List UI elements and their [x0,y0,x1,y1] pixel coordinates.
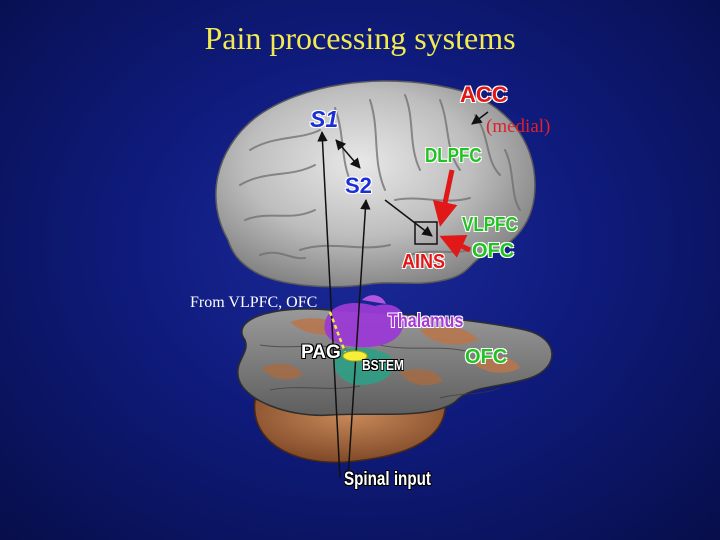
s2-label: S2 [345,173,372,198]
ofc-lower-label: OFC [465,346,508,368]
dlpfc-label: DLPFC [425,145,482,167]
pag-marker [342,350,368,362]
bstem-label: BSTEM [362,357,404,374]
insula-box [414,221,438,245]
spinal-to-s2-line [347,198,371,479]
from-vlpfc-label: From VLPFC, OFC [190,294,318,311]
ofc-upper-label: OFC [472,240,515,262]
acc-pointer-arrow [471,111,489,125]
thalamus-label: Thalamus [388,311,464,332]
spinal-pathway-line [317,130,341,479]
slide-title: Pain processing systems [204,20,516,56]
ains-label: AINS [402,251,446,273]
vlpfc-label: VLPFC [462,214,518,236]
s2-ains-arrow [384,199,433,237]
spinal-input-label: Spinal input [344,469,431,490]
thalamus-region [324,303,405,348]
medial-label: (medial) [486,116,551,137]
s1-s2-arrow [335,139,361,169]
pag-label: PAG [301,342,341,363]
s1-label: S1 [310,106,339,132]
dlpfc-ains-arrow [432,169,458,227]
vlpfc-pag-dashed [328,311,347,353]
ofc-ains-arrow [439,235,472,258]
acc-label: ACC [460,82,508,107]
